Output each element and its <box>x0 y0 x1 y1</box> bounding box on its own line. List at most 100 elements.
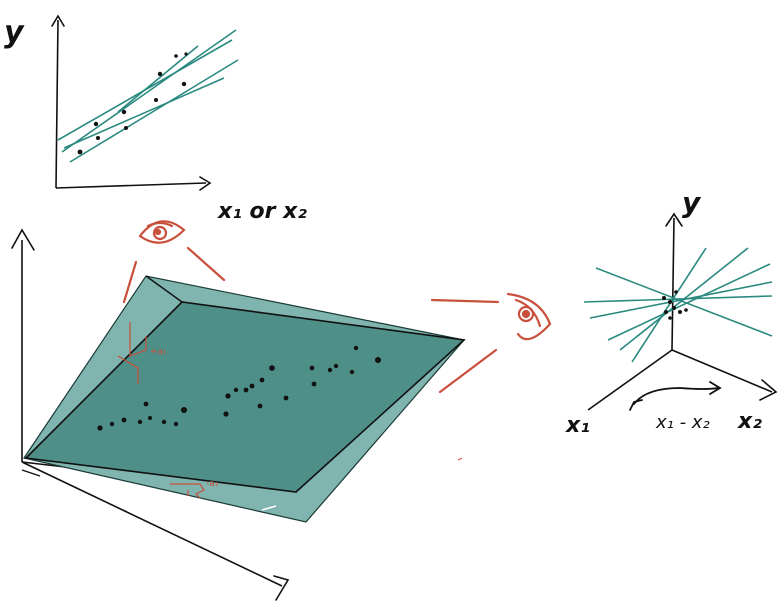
data-point <box>353 345 359 351</box>
rotation-arrowhead-right <box>709 381 722 395</box>
eye-brow <box>146 221 174 228</box>
side-x2-label: x₂ <box>737 409 762 434</box>
fit-line <box>117 45 199 113</box>
top-scatter-plot: y x₁ or x₂ <box>4 14 307 224</box>
fit-line <box>69 59 239 163</box>
data-point <box>311 381 317 387</box>
data-point <box>674 290 678 294</box>
side-diff-label: x₁ - x₂ <box>655 412 710 433</box>
data-point <box>257 403 263 409</box>
data-point <box>333 363 339 369</box>
side-x2-axis <box>671 349 773 393</box>
side-view-lines <box>583 247 773 363</box>
side-y-axis <box>671 217 675 351</box>
main-y-arrowhead <box>11 228 35 251</box>
data-point <box>233 387 239 393</box>
fit-line <box>61 29 237 153</box>
data-point <box>223 411 229 417</box>
data-point <box>174 54 178 58</box>
data-point <box>93 121 99 127</box>
fit-line <box>607 263 771 341</box>
data-point <box>309 365 315 371</box>
data-point <box>173 421 179 427</box>
data-point <box>327 367 333 373</box>
top-plot-y-arrowhead <box>51 14 65 27</box>
top-plot-y-axis <box>55 19 59 189</box>
side-eye <box>430 292 552 394</box>
data-point <box>137 419 143 425</box>
data-point <box>96 136 100 140</box>
data-point <box>181 407 187 413</box>
data-point <box>662 296 666 300</box>
data-point <box>143 401 149 407</box>
data-point <box>283 395 289 401</box>
data-point <box>161 419 167 425</box>
main-depth-axis <box>21 461 283 587</box>
side-x1-label: x₁ <box>565 413 590 438</box>
data-point <box>109 421 115 427</box>
side-view-points <box>662 290 688 320</box>
data-point <box>124 126 128 130</box>
rotation-arrowhead-left <box>629 399 643 411</box>
fit-line <box>595 267 773 337</box>
data-point <box>225 393 231 399</box>
top-plot-points <box>77 52 188 155</box>
eye-lid <box>514 298 542 328</box>
data-point <box>77 149 83 155</box>
offset-annotation-top <box>117 322 147 384</box>
data-point <box>184 52 188 56</box>
plane-edge-highlight <box>145 275 183 303</box>
fit-line <box>631 247 707 363</box>
data-point <box>157 71 163 77</box>
front-plane <box>24 301 466 493</box>
offset-label-bottom: -a₁ <box>206 479 219 489</box>
regression-planes: +a₁ -a₁ <box>23 275 466 523</box>
data-point <box>375 357 381 363</box>
data-point <box>684 308 688 312</box>
rotation-arrow <box>633 387 719 405</box>
sight-line <box>438 348 498 394</box>
data-point <box>664 310 668 314</box>
scratch-mark <box>457 457 463 461</box>
fit-line <box>589 281 773 319</box>
side-x2-arrowhead <box>759 379 778 401</box>
offset-label-top: +a₁ <box>150 347 167 357</box>
data-point <box>154 98 158 102</box>
side-y-arrowhead <box>665 212 683 227</box>
data-point <box>672 306 676 310</box>
data-point <box>181 81 187 87</box>
eye-pupil <box>517 305 535 323</box>
plane-data-points <box>97 345 381 431</box>
offset-annotation-bottom <box>170 483 205 499</box>
main-axis-stub <box>21 469 41 477</box>
data-point <box>249 383 255 389</box>
side-view-plot: y x₁ x₁ - x₂ x₂ <box>565 186 778 438</box>
sight-line <box>122 260 138 304</box>
top-plot-x-label: x₁ or x₂ <box>217 199 307 224</box>
data-point <box>121 109 127 115</box>
data-point <box>349 369 355 375</box>
fit-line <box>63 77 225 149</box>
eye-pupil <box>152 225 168 241</box>
data-point <box>259 377 265 383</box>
top-plot-x-axis <box>55 182 207 189</box>
data-point <box>668 316 672 320</box>
sight-line <box>186 246 226 282</box>
eye-pupil-dot <box>521 309 531 319</box>
side-y-label: y <box>682 186 702 219</box>
top-plot-x-arrowhead <box>199 176 212 191</box>
side-x1-axis <box>587 349 673 411</box>
top-eye <box>122 220 226 304</box>
fit-line <box>583 295 773 303</box>
eye-outline <box>506 292 552 341</box>
sight-line <box>430 298 500 304</box>
data-point <box>678 310 682 314</box>
scratch-mark <box>261 505 277 511</box>
data-point <box>121 417 127 423</box>
data-point <box>97 425 103 431</box>
data-point <box>668 300 672 304</box>
data-point <box>148 416 152 420</box>
main-depth-arrowhead <box>273 575 290 601</box>
eye-pupil-dot <box>154 228 162 236</box>
